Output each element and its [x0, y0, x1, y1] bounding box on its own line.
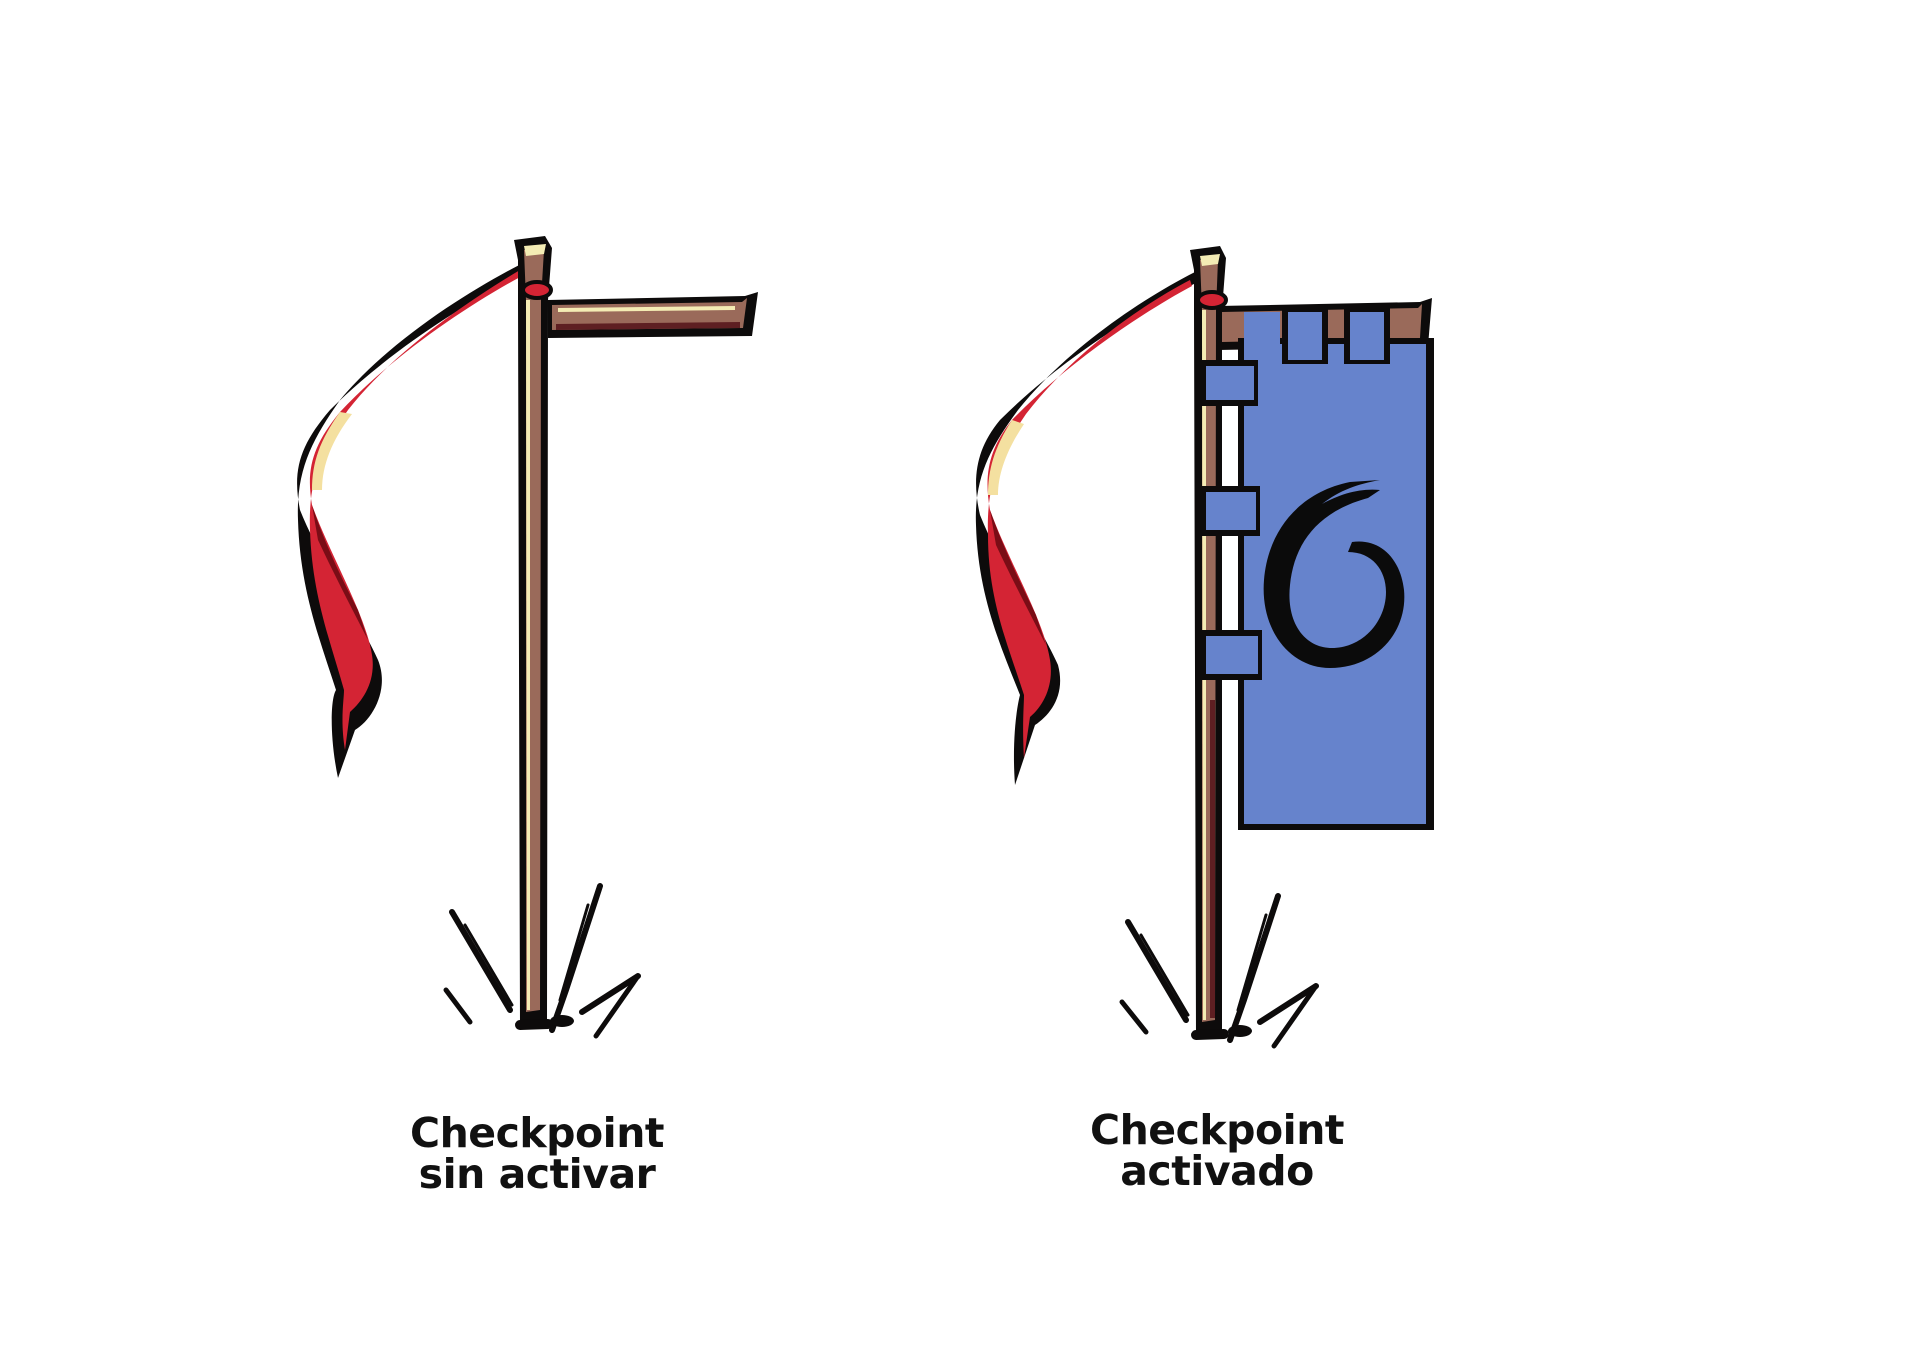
- blue-banner-icon: [1202, 306, 1434, 830]
- grass-tuft-icon: [443, 883, 641, 1039]
- checkpoint-inactive: [297, 236, 758, 1039]
- checkpoint-active: [975, 246, 1434, 1049]
- red-ribbon-icon: [975, 272, 1198, 785]
- caption-line1: Checkpoint: [409, 1109, 665, 1157]
- caption-line2: sin activar: [418, 1150, 656, 1198]
- wooden-pole-icon: [514, 236, 553, 1028]
- caption-line1: Checkpoint: [1089, 1106, 1345, 1154]
- empty-crossbar-icon: [548, 292, 758, 338]
- red-ribbon-icon: [297, 262, 528, 778]
- caption-line2: activado: [1120, 1147, 1314, 1195]
- caption-active-checkpoint: Checkpoint activado: [1017, 1110, 1417, 1192]
- banner-side-loops: [1202, 360, 1262, 680]
- grass-tuft-icon: [1119, 893, 1319, 1049]
- caption-inactive-checkpoint: Checkpoint sin activar: [337, 1113, 737, 1195]
- swirl-emblem-icon: [1263, 480, 1405, 668]
